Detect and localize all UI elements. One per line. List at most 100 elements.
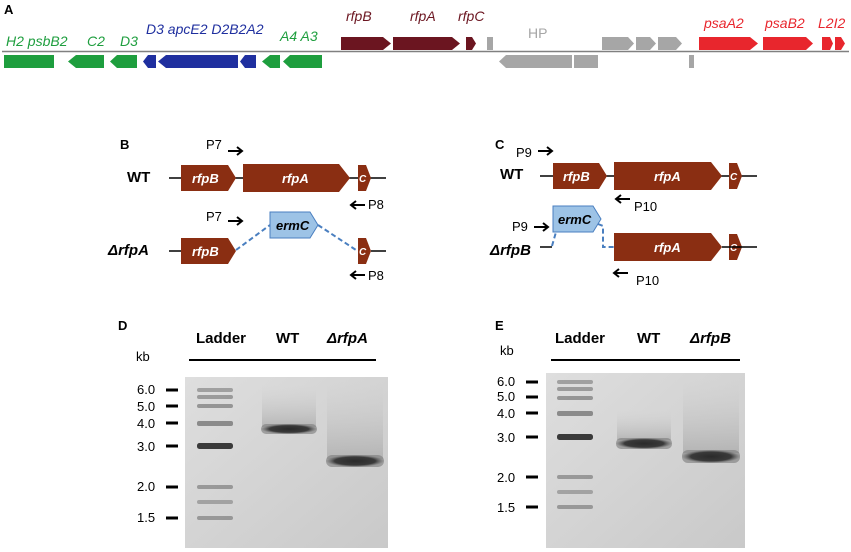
ermc-cassette-c — [552, 205, 602, 233]
marker-3kb-d: 3.0 — [137, 439, 155, 454]
gene-gray-bottom-2 — [689, 55, 694, 68]
gene-label-psaa2: psaA2 — [703, 15, 744, 31]
gene-l2-arrow — [822, 37, 833, 50]
gene-label-rfpa: rfpA — [410, 8, 436, 24]
mut-dash-left-b — [235, 224, 271, 251]
band-wt-d — [261, 424, 317, 434]
mut-label-c: ΔrfpB — [489, 242, 531, 259]
marker-4kb-d: 4.0 — [137, 416, 155, 431]
wt-rfpa-label-c: rfpA — [654, 169, 681, 184]
band-wt-e — [616, 438, 672, 449]
marker-ticks-e — [526, 380, 538, 509]
gene-label-c2: C2 — [87, 33, 105, 49]
gene-rfpa-arrow — [393, 37, 460, 50]
primer-p8-arrow-mut — [349, 270, 365, 280]
primer-p7-label-mut: P7 — [206, 209, 222, 224]
marker-5kb-e: 5.0 — [497, 389, 515, 404]
size-markers-d: 6.0 5.0 4.0 3.0 2.0 1.5 — [137, 382, 155, 525]
mut-rfpa-label-c: rfpA — [654, 240, 681, 255]
marker-2kb-e: 2.0 — [497, 470, 515, 485]
marker-4kb-e: 4.0 — [497, 406, 515, 421]
primer-p7-arrow-mut — [228, 216, 244, 226]
gene-label-hp: HP — [528, 25, 547, 41]
primer-p10-label-mut: P10 — [636, 273, 659, 288]
mut-rfpa-gene-c — [614, 233, 722, 261]
wt-c-gene-c — [729, 163, 742, 189]
mut-rfpb-gene-b — [181, 238, 236, 264]
marker-15kb-d: 1.5 — [137, 510, 155, 525]
gene-label-rfpc: rfpC — [458, 8, 485, 24]
lane-label-mut-e: ΔrfpB — [689, 330, 731, 347]
gene-label-rfpb: rfpB — [346, 8, 372, 24]
mut-rfpb-label-b: rfpB — [192, 244, 219, 259]
gene-hp-arrow — [499, 55, 572, 68]
gene-psaa2-arrow — [699, 37, 758, 50]
wt-label-b: WT — [127, 169, 150, 186]
wt-rfpb-label-b: rfpB — [192, 171, 219, 186]
gene-a3-arrow — [283, 55, 322, 68]
blue-genes-bottom — [143, 55, 256, 68]
mut-c-label-c: C — [730, 243, 738, 254]
wt-rfpa-gene-b — [243, 164, 350, 192]
marker-15kb-e: 1.5 — [497, 500, 515, 515]
gene-label-l2i2: L2I2 — [818, 15, 845, 31]
wt-c-gene-b — [358, 165, 371, 191]
primer-p7-label-wt: P7 — [206, 137, 222, 152]
gene-gray-top-3 — [658, 37, 682, 50]
mut-dash-right-c — [597, 223, 614, 248]
gene-hp-small-top — [487, 37, 493, 50]
smear-mut-e — [683, 378, 739, 453]
smear-wt-d — [262, 385, 316, 427]
panel-b: B P7 WT rfpB rfpA C P8 P7 ermC — [107, 137, 386, 283]
primer-p9-label-mut: P9 — [512, 219, 528, 234]
band-mut-e — [682, 450, 740, 463]
wt-c-label-c: C — [730, 172, 738, 183]
marker-ticks-d — [166, 388, 178, 520]
primer-p9-arrow-wt — [538, 146, 554, 156]
mut-c-label-b: C — [359, 247, 367, 258]
gene-d2b2a2-arrow — [240, 55, 256, 68]
gene-d3-arrow — [143, 55, 156, 68]
marker-2kb-d: 2.0 — [137, 479, 155, 494]
mut-c-gene-b — [358, 238, 371, 264]
marker-6kb-e: 6.0 — [497, 374, 515, 389]
gene-a4-arrow — [262, 55, 280, 68]
wt-c-label-b: C — [359, 174, 367, 185]
band-mut-d — [326, 455, 384, 467]
ermc-label-c: ermC — [558, 212, 592, 227]
gene-apce2-arrow — [158, 55, 238, 68]
primer-p9-arrow-mut — [534, 222, 550, 232]
ermc-cassette-b — [269, 211, 319, 239]
gene-rfpc-arrow — [466, 37, 476, 50]
lane-label-ladder-e: Ladder — [555, 330, 605, 347]
gene-label-psab2: psaB2 — [764, 15, 805, 31]
wt-rfpb-gene-b — [181, 165, 236, 191]
gene-psab2-arrow — [763, 37, 813, 50]
gene-psbb2-arrow — [68, 55, 104, 68]
panel-d: D Ladder WT ΔrfpA kb 6.0 5.0 4.0 3.0 2.0… — [118, 318, 388, 548]
kb-label-d: kb — [136, 349, 150, 364]
gene-i2-arrow — [835, 37, 845, 50]
marker-6kb-d: 6.0 — [137, 382, 155, 397]
gene-label-h2-psbb2: H2 psbB2 — [6, 33, 68, 49]
panel-b-label: B — [120, 137, 129, 152]
gene-label-blue-cluster: D3 apcE2 D2B2A2 — [146, 21, 264, 37]
wt-rfpa-gene-c — [614, 162, 722, 190]
marker-5kb-d: 5.0 — [137, 399, 155, 414]
primer-p7-arrow-wt — [228, 146, 244, 156]
primer-p9-label-wt: P9 — [516, 145, 532, 160]
gene-c2-arrow — [110, 55, 137, 68]
gene-rfpb-arrow — [341, 37, 391, 50]
green-genes-bottom — [4, 55, 322, 68]
gene-gray-top-1 — [602, 37, 634, 50]
panel-e: E Ladder WT ΔrfpB kb 6.0 5.0 4.0 3.0 2.0… — [495, 318, 745, 548]
ladder-bands-e — [557, 380, 593, 509]
kb-label-e: kb — [500, 343, 514, 358]
ladder-bands-d — [197, 388, 233, 520]
mut-dash-left-c — [551, 231, 557, 247]
mut-dash-right-b — [317, 224, 357, 251]
marker-3kb-e: 3.0 — [497, 430, 515, 445]
gene-gray-top-2 — [636, 37, 656, 50]
rfp-genes — [341, 37, 476, 50]
